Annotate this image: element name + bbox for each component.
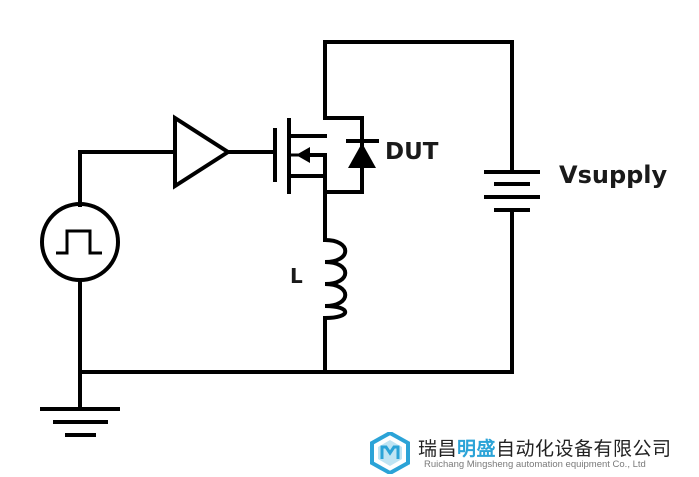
battery-symbol	[484, 170, 540, 372]
inductor-symbol	[322, 237, 347, 374]
company-name: 瑞昌明盛自动化设备有限公司	[418, 438, 672, 460]
dut-label: DUT	[385, 139, 439, 165]
supply-top-wire	[323, 40, 514, 172]
company-name-english: Ruichang Mingsheng automation equipment …	[424, 459, 646, 470]
gate-driver-buffer	[78, 114, 277, 207]
bottom-wire	[78, 370, 514, 410]
ground-symbol	[40, 407, 120, 437]
company-logo-icon	[370, 432, 410, 474]
mosfet-symbol	[273, 118, 327, 242]
company-watermark: 瑞昌明盛自动化设备有限公司 Ruichang Mingsheng automat…	[368, 430, 698, 475]
vsupply-label: Vsupply	[559, 161, 668, 189]
dut-diode	[323, 116, 379, 194]
pulse-source	[40, 202, 120, 374]
inductor-label: L	[290, 264, 303, 288]
